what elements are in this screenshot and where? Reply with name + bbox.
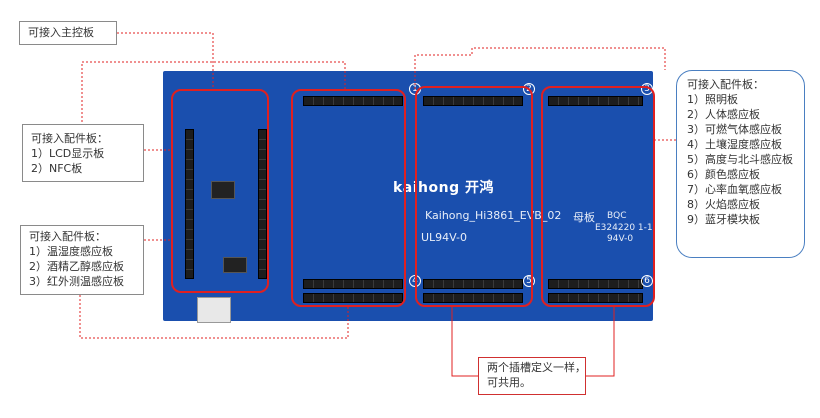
callout-left1-item: 2）NFC板: [31, 162, 83, 175]
highlight-slot-middle: [415, 86, 533, 307]
callout-right-item: 1）照明板: [687, 93, 738, 106]
slot-number-5: 5: [523, 275, 535, 287]
usb-port: [197, 297, 231, 323]
callout-right-item: 6）颜色感应板: [687, 168, 760, 181]
main-header-left: [185, 129, 194, 279]
main-chip: [211, 181, 235, 199]
board-model-suffix: 母板: [573, 211, 595, 224]
callout-left1-item: 1）LCD显示板: [31, 147, 105, 160]
callout-right-item: 9）蓝牙模块板: [687, 213, 760, 226]
callout-bottom-line: 可共用。: [487, 376, 531, 389]
regulator-chip: [223, 257, 247, 273]
callout-right-item: 8）火焰感应板: [687, 198, 760, 211]
v0-mark: 94V-0: [607, 234, 634, 244]
lot-code: E324220 1-1: [595, 223, 653, 233]
board-model: Kaihong_Hi3861_EVB_02: [425, 209, 562, 222]
callout-right-accessories: 可接入配件板： 1）照明板 2）人体感应板 3）可燃气体感应板 4）土壤湿度感应…: [676, 70, 805, 258]
callout-bottom-line: 两个插槽定义一样，: [487, 361, 586, 374]
callout-right-title: 可接入配件板：: [687, 78, 764, 91]
callout-left-accessories-2: 可接入配件板： 1）温湿度感应板 2）酒精乙醇感应板 3）红外测温感应板: [20, 225, 144, 295]
callout-left-accessories-1: 可接入配件板： 1）LCD显示板 2）NFC板: [22, 124, 144, 182]
callout-right-item: 4）土壤湿度感应板: [687, 138, 782, 151]
slot-header-bottom-a: [303, 279, 403, 289]
callout-right-item: 3）可燃气体感应板: [687, 123, 782, 136]
date-code: BQC: [607, 211, 627, 221]
slot-header-top-b: [423, 96, 523, 106]
board-brand: kaihong 开鸿: [393, 180, 495, 196]
callout-right-item: 5）高度与北斗感应板: [687, 153, 793, 166]
callout-main-board-text: 可接入主控板: [28, 26, 94, 39]
callout-shared-slots: 两个插槽定义一样， 可共用。: [478, 357, 586, 395]
slot-header-top-c: [548, 96, 643, 106]
highlight-main-controller: [171, 89, 269, 293]
slot-header-bottom-b: [423, 279, 523, 289]
callout-right-item: 2）人体感应板: [687, 108, 760, 121]
highlight-slot-right: [541, 86, 655, 307]
callout-left1-title: 可接入配件板：: [31, 132, 108, 145]
highlight-slot-left: [291, 89, 406, 307]
callout-right-item: 7）心率血氧感应板: [687, 183, 782, 196]
callout-left2-item: 1）温湿度感应板: [29, 245, 113, 258]
callout-main-board: 可接入主控板: [19, 21, 117, 45]
ul-mark: UL94V-0: [421, 231, 468, 244]
callout-left2-title: 可接入配件板：: [29, 230, 106, 243]
slot-number-6: 6: [641, 275, 653, 287]
callout-left2-item: 2）酒精乙醇感应板: [29, 260, 124, 273]
main-header-right: [258, 129, 267, 279]
callout-left2-item: 3）红外测温感应板: [29, 275, 124, 288]
